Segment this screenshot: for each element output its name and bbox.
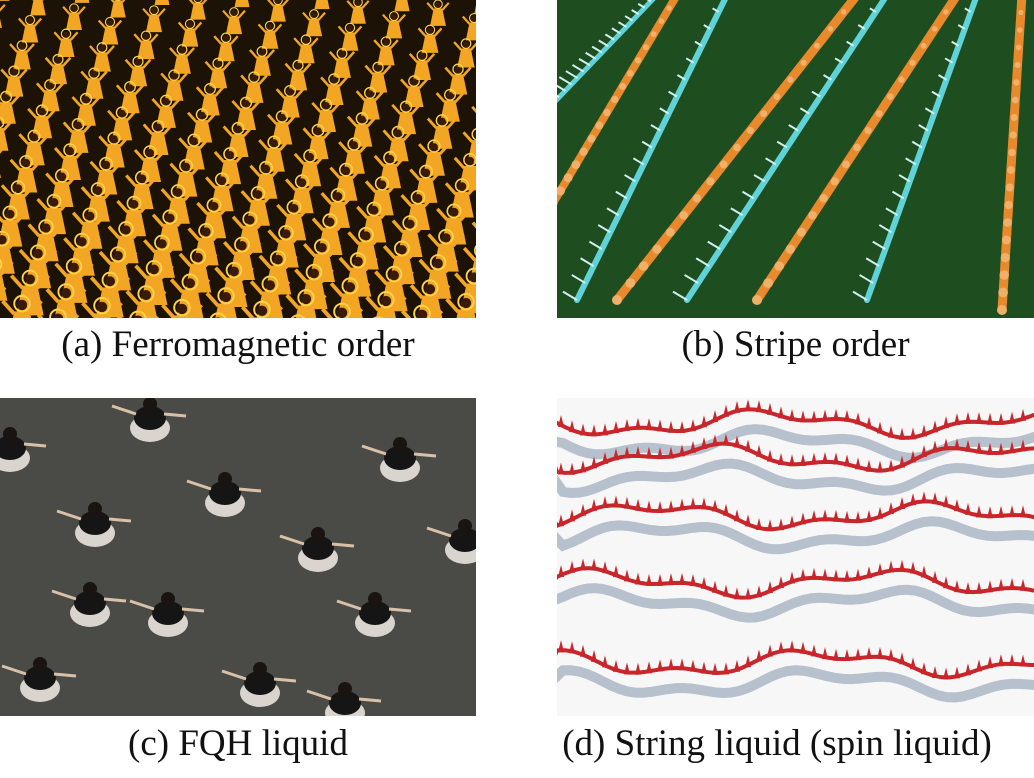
caption-stripe-order: (b) Stripe order xyxy=(681,324,910,365)
caption-fqh-liquid: (c) FQH liquid xyxy=(128,723,348,764)
stripe-order-photo xyxy=(557,0,1034,318)
ferromagnetic-order-photo xyxy=(0,0,476,318)
caption-ferromagnetic-order: (a) Ferromagnetic order xyxy=(61,324,415,365)
caption-string-liquid: (d) String liquid (spin liquid) xyxy=(562,723,992,764)
fqh-liquid-photo xyxy=(0,398,476,716)
string-liquid-photo xyxy=(557,398,1034,716)
